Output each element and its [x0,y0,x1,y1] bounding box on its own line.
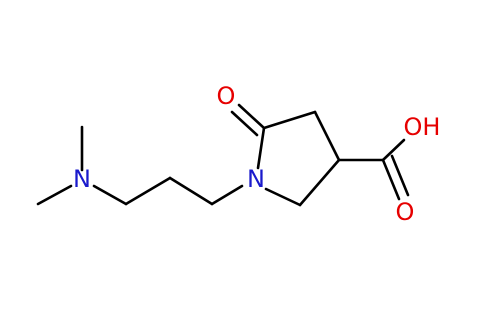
bond-ringn-carbonyl [256,126,266,170]
bond-ch2-ch [313,110,341,162]
bond-c3-ringn [210,184,244,206]
ketone-o-label: O [217,82,236,110]
bond-c1-c2 [124,176,172,206]
bond-ketone-a [237,103,266,130]
amine-n-label: N [73,165,91,193]
ring-n-label: N [247,165,265,193]
hydroxyl-label: OH [404,113,441,141]
bond-methyl-down [36,184,73,206]
acid-o-label: O [396,198,415,226]
bond-acid-co-a [381,158,401,201]
bond-c2-c3 [168,176,214,206]
bond-ketone-b [230,110,259,137]
bond-ch2n-ringn [264,187,302,207]
bond-ch-ch2n [298,158,341,207]
bond-amine-c1 [92,184,128,206]
bond-acid-co-b [390,154,410,197]
bond-carbonyl-ch2 [262,110,317,130]
bond-c-oh [381,138,406,162]
